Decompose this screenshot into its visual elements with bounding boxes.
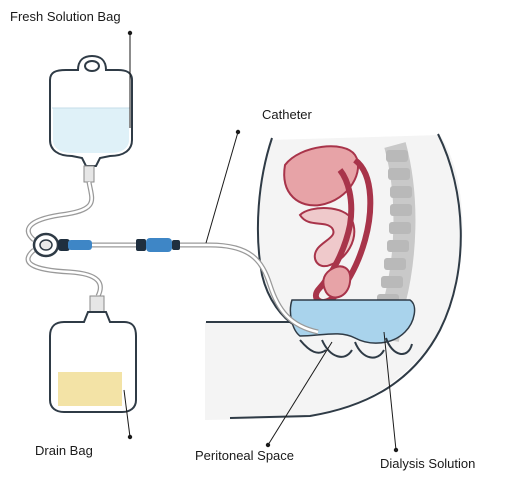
label-drain-bag-group: Drain Bag xyxy=(35,389,133,458)
outflow-tube xyxy=(25,248,103,298)
label-catheter-group: Catheter xyxy=(205,107,313,244)
fresh-bag-hanger-hole xyxy=(84,60,100,72)
abdominal-organs xyxy=(283,145,374,306)
drain-bag xyxy=(49,295,137,413)
fresh-solution-bag xyxy=(49,54,133,183)
fresh-bag-port xyxy=(83,165,95,183)
drain-bag-port xyxy=(89,295,105,313)
transfer-set-connector xyxy=(136,238,180,252)
back-outline xyxy=(229,133,462,419)
label-peritoneal-space-group: Peritoneal Space xyxy=(195,341,333,463)
fresh-solution-fluid xyxy=(53,108,129,153)
y-connector xyxy=(32,232,92,258)
kidney xyxy=(322,265,352,299)
stomach xyxy=(283,145,360,207)
label-drain-bag: Drain Bag xyxy=(35,443,93,458)
label-dialysis-solution: Dialysis Solution xyxy=(380,456,475,471)
label-catheter: Catheter xyxy=(262,107,313,122)
label-peritoneal-space: Peritoneal Space xyxy=(195,448,294,463)
label-fresh-bag: Fresh Solution Bag xyxy=(10,9,121,24)
label-dialysis-solution-group: Dialysis Solution xyxy=(380,331,475,471)
pelvic-organs xyxy=(299,337,413,359)
drained-fluid xyxy=(58,372,122,406)
label-fresh-bag-group: Fresh Solution Bag xyxy=(10,9,133,128)
